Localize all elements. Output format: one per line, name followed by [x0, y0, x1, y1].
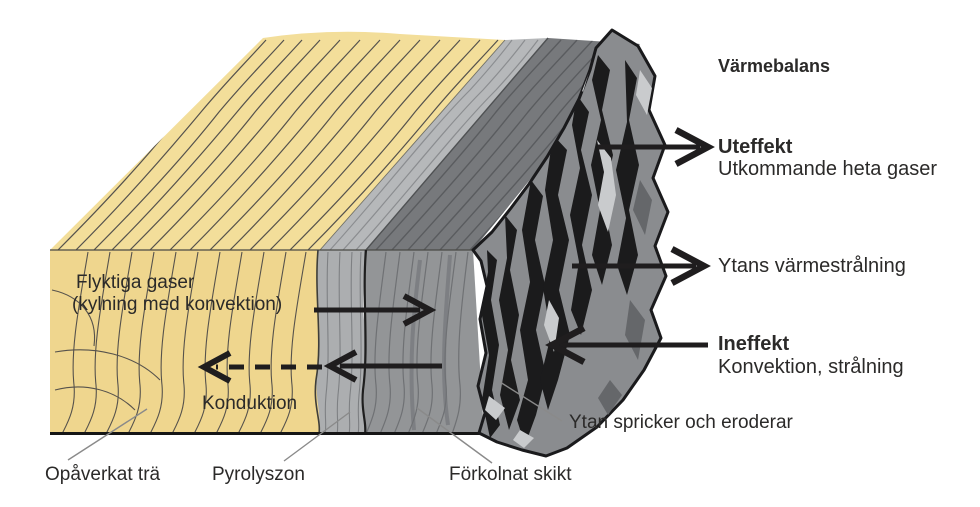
volatile-gases-line2: (kylning med konvektion): [72, 294, 283, 315]
leader-unaffected-wood: [67, 408, 148, 461]
volatile-gases-line1: Flyktiga gaser: [76, 272, 195, 293]
top-wood-grain-lines: [57, 39, 499, 250]
leader-charred-layer: [416, 407, 493, 464]
pyrolysis-zone-label: Pyrolyszon: [212, 464, 305, 485]
leader-surface-erosion: [499, 381, 563, 422]
volatile-gases-label: Flyktiga gaser (kylning med konvektion): [72, 272, 282, 316]
top-boundary-pyrolysis-char: [365, 37, 549, 251]
conduction-arrow: [197, 350, 322, 384]
front-wood-grain-lines: [51, 251, 307, 434]
in-effect-title: Ineffekt: [718, 333, 790, 355]
surface-erosion-label: Ytan spricker och eroderar: [569, 412, 793, 433]
heat-balance-heading: Värmebalans: [718, 56, 831, 76]
front-char-grain-lines: [365, 251, 469, 434]
in-effect-arrow: [545, 325, 708, 365]
out-effect-title: Uteffekt: [718, 136, 793, 158]
char-shadow-patches: [598, 180, 652, 415]
conduction-label: Konduktion: [202, 393, 298, 414]
out-effect-arrow: [598, 127, 715, 167]
front-pyrolysis-grain-lines: [324, 251, 362, 434]
pyrolysis-right-boundary-line: [361, 249, 368, 435]
unaffected-wood-label: Opåverkat trä: [45, 464, 161, 485]
pyrolysis-left-boundary-line: [314, 249, 321, 435]
top-face-char-band: [366, 38, 640, 250]
front-face-pyrolysis-zone: [316, 250, 367, 434]
out-effect-desc: Utkommande heta gaser: [718, 158, 938, 180]
top-boundary-wood-pyrolysis: [319, 39, 506, 251]
char-cracks: [481, 55, 639, 445]
volatile-gases-arrow: [314, 293, 437, 327]
heat-inward-arrow: [323, 349, 442, 383]
flow-arrows: [197, 127, 715, 384]
leader-lines: [67, 381, 563, 464]
surface-radiation-label: Ytans värmestrålning: [718, 255, 906, 277]
top-pyrolysis-grain-lines: [329, 39, 539, 250]
charred-layer-label: Förkolnat skikt: [449, 464, 572, 485]
charred-surface: [471, 28, 670, 458]
leader-pyrolysis-zone: [283, 411, 351, 462]
front-face-charred-layer: [364, 250, 484, 434]
surface-radiation-arrow: [572, 246, 711, 286]
in-effect-desc: Konvektion, strålning: [718, 356, 904, 378]
